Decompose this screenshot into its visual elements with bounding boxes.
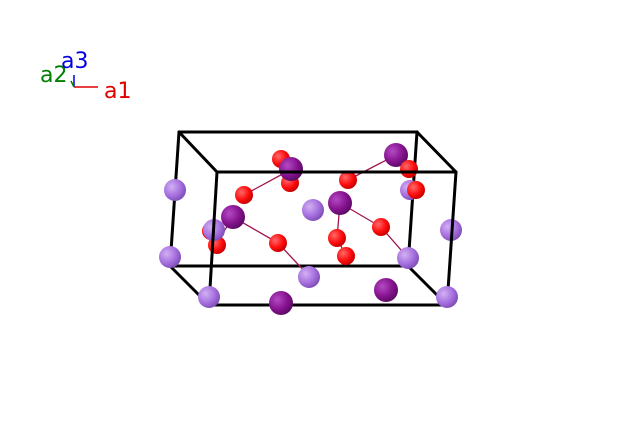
unit-cell-front [207, 170, 458, 307]
atom-red [400, 160, 418, 178]
atom-light-purple [198, 286, 220, 308]
atom-red [372, 218, 390, 236]
axis-a1-label: a1 [104, 79, 131, 104]
atom-light-purple [164, 179, 186, 201]
atoms-front [198, 278, 458, 315]
axis-a2-label: a2 [40, 63, 67, 88]
axis-indicator: a2 a3 a1 [40, 49, 131, 104]
atom-red [328, 229, 346, 247]
atom-red [339, 171, 357, 189]
atom-light-purple [397, 247, 419, 269]
atom-dark-purple [279, 157, 303, 181]
atom-dark-purple [374, 278, 398, 302]
axis-a3-label: a3 [61, 49, 88, 74]
atom-red [235, 186, 253, 204]
atom-dark-purple [384, 143, 408, 167]
atom-red [269, 234, 287, 252]
atom-dark-purple [269, 291, 293, 315]
atom-light-purple [298, 266, 320, 288]
atom-dark-purple [221, 205, 245, 229]
atom-dark-purple [328, 191, 352, 215]
atom-light-purple [436, 286, 458, 308]
atom-light-purple [302, 199, 324, 221]
atom-red [337, 247, 355, 265]
axis-a2-line [70, 80, 75, 88]
atom-light-purple [159, 246, 181, 268]
atom-red [407, 181, 425, 199]
